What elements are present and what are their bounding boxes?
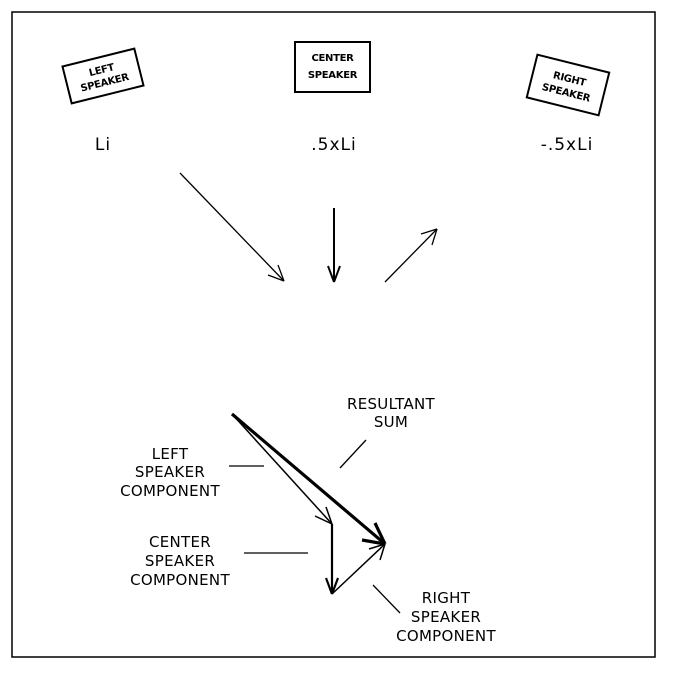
resultant-label-line2: SUM	[374, 413, 408, 431]
center-component-label-line2: SPEAKER	[145, 552, 215, 570]
left-signal-arrow	[179, 172, 285, 282]
right-speaker-box	[525, 53, 611, 117]
right-component-label-line3: COMPONENT	[396, 627, 496, 645]
left-component-vector	[231, 413, 333, 525]
center-signal-arrow	[327, 208, 341, 283]
right-component-label-line2: SPEAKER	[411, 608, 481, 626]
center-speaker-gain: .5xLi	[311, 135, 356, 155]
center-speaker-box	[294, 41, 371, 93]
center-component-label-line1: CENTER	[149, 533, 211, 551]
right-speaker: RIGHT SPEAKER	[525, 53, 611, 117]
left-speaker: LEFT SPEAKER	[61, 47, 145, 105]
left-speaker-box	[61, 47, 145, 105]
left-component-label-line3: COMPONENT	[120, 482, 220, 500]
center-component-vector	[324, 524, 340, 595]
resultant-label-line1: RESULTANT	[347, 395, 436, 413]
right-component-label-line1: RIGHT	[422, 589, 471, 607]
resultant-sum-vector	[230, 412, 387, 546]
center-speaker-label-line1: CENTER	[311, 53, 354, 64]
center-component-label-line3: COMPONENT	[130, 571, 230, 589]
right-component-leader-line	[372, 584, 401, 614]
left-component-label-line1: LEFT	[152, 445, 189, 463]
left-speaker-gain: Li	[95, 135, 111, 155]
right-signal-arrow	[384, 228, 438, 283]
left-component-label-line2: SPEAKER	[135, 463, 205, 481]
diagram-frame	[11, 11, 656, 658]
right-speaker-gain: -.5xLi	[541, 135, 594, 155]
resultant-leader-line	[339, 439, 367, 469]
right-component-vector	[331, 543, 386, 595]
center-speaker-label-line2: SPEAKER	[308, 70, 358, 81]
center-speaker: CENTER SPEAKER	[294, 41, 371, 93]
